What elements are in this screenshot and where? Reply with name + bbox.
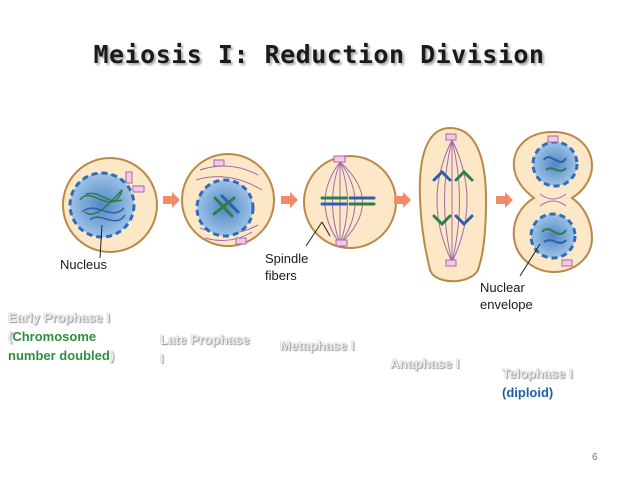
stage-early-line2: (Chromosome (8, 327, 114, 346)
spindle-label-line2: fibers (265, 268, 297, 283)
cell-late-prophase (181, 153, 275, 247)
arrow-icon (281, 192, 298, 208)
slide-title: Meiosis I: Reduction Division (93, 40, 545, 69)
cell-metaphase (303, 155, 397, 249)
stage-telophase-line1: Telophase I (502, 366, 573, 381)
nuclear-label-line1: Nuclear (480, 280, 525, 295)
nuclear-label-line2: envelope (480, 297, 533, 312)
stage-early-line1: Early Prophase I (8, 310, 110, 325)
stage-early-prophase: Early Prophase I (Chromosome number doub… (8, 308, 114, 365)
chromosome-pair (212, 194, 240, 218)
cell-early-prophase (62, 157, 158, 259)
chromatin-tangle (79, 189, 126, 222)
spindle-fibers-label: Spindle fibers (265, 250, 308, 284)
stage-anaphase-line1: Anaphase I (390, 356, 460, 371)
page-number: 6 (592, 452, 598, 463)
stage-late-line2: I (160, 351, 164, 366)
stage-late-prophase: Late Prophase I (160, 330, 250, 368)
stage-metaphase-line1: Metaphase I (280, 338, 355, 353)
nuclear-envelope-label: Nuclear envelope (480, 279, 533, 313)
stage-metaphase: Metaphase I (280, 336, 354, 355)
stage-early-number-doubled: number doubled (8, 348, 110, 363)
arrow-icon (496, 192, 513, 208)
stage-telophase: Telophase I (diploid) (502, 364, 573, 402)
stage-early-chromosome: Chromosome (12, 329, 97, 344)
stage-telophase-diploid: (diploid) (502, 385, 554, 400)
spindle-label-line1: Spindle (265, 251, 309, 266)
paren-open: ( (8, 329, 13, 344)
cell-anaphase (418, 126, 488, 283)
stage-early-line3: number doubled) (8, 346, 114, 365)
centrosome-icon (125, 171, 145, 193)
paren-close: ) (109, 348, 115, 363)
arrow-icon (394, 192, 411, 208)
cell-telophase (512, 130, 594, 277)
nucleus-label: Nucleus (60, 257, 107, 272)
stage-late-line1: Late Prophase (160, 332, 250, 347)
arrow-icon (163, 192, 180, 208)
stage-anaphase: Anaphase I (390, 354, 459, 373)
